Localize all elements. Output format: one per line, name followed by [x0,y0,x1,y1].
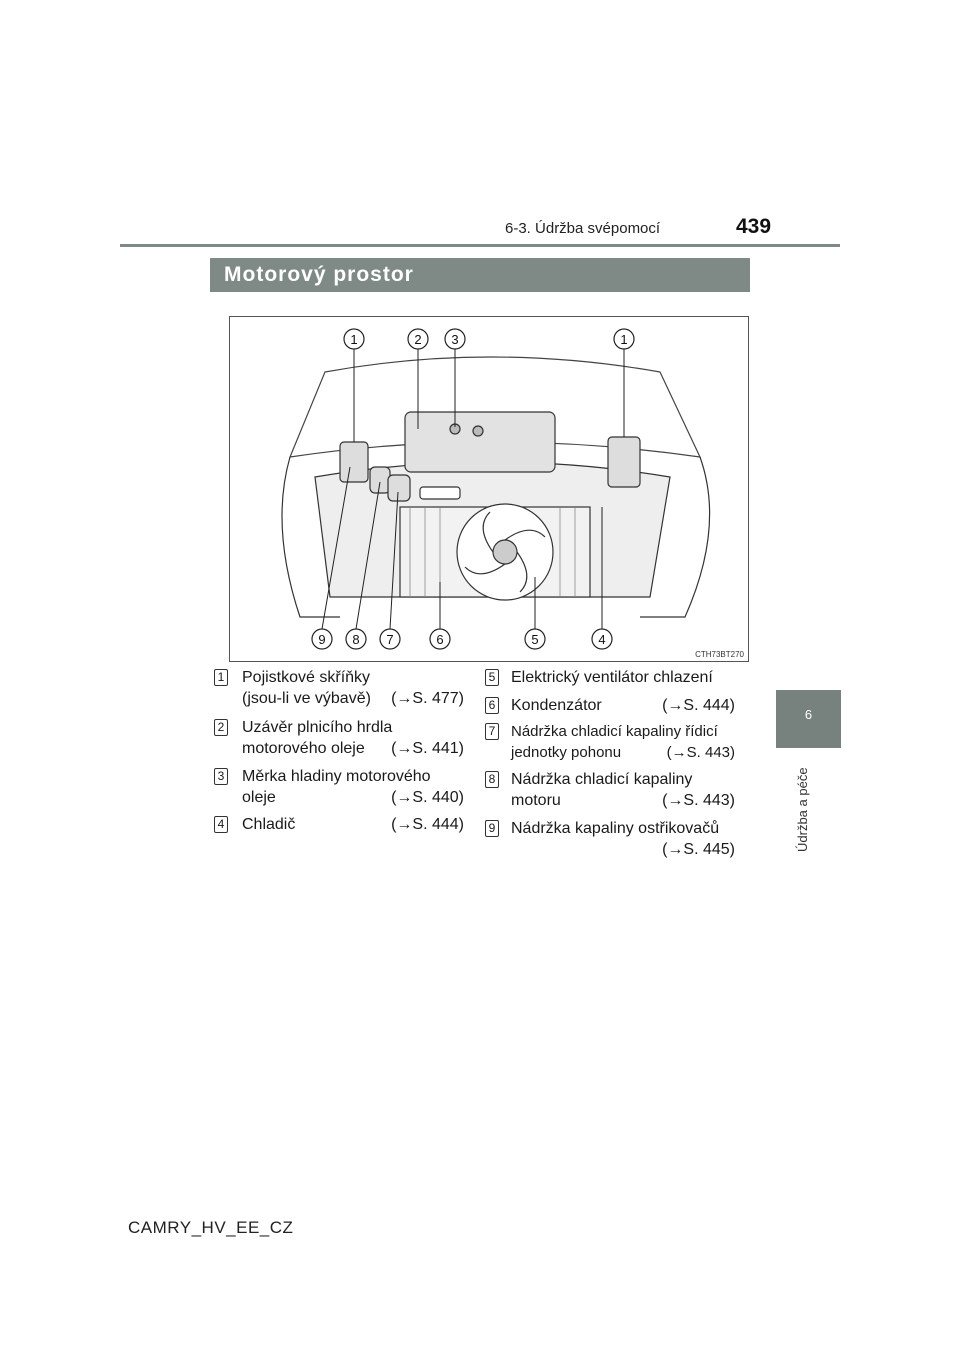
item-title: Nádržka chladicí kapaliny [511,771,693,788]
callout-top-4: 1 [620,332,627,347]
page-reference: (→S. 444) [662,697,735,714]
callout-bottom-9: 9 [318,632,325,647]
legend-item: 1 Pojistkové skříňky (jsou-li ve výbavě)… [214,667,464,711]
callout-bottom-4: 4 [598,632,605,647]
chapter-tab: 6 [776,690,841,748]
chapter-label: Údržba a péče [773,762,843,862]
engine-bay-figure: 1 2 3 1 9 8 7 6 5 4 CTH73BT270 [229,316,749,662]
header-rule [120,244,840,247]
page-reference: (→S. 443) [666,744,735,761]
chapter-label-text: Údržba a péče [795,767,810,852]
section-title: Motorový prostor [224,263,414,286]
item-title: Uzávěr plnicího hrdla [242,719,393,736]
page-reference: (→S. 443) [662,792,735,809]
section-title-bar: Motorový prostor [210,258,750,292]
item-title: Měrka hladiny motorového [242,768,431,785]
callout-bottom-5: 5 [531,632,538,647]
item-title: Nádržka chladicí kapaliny řídicí [511,723,718,740]
legend-item: 7 Nádržka chladicí kapaliny řídicí jedno… [485,721,735,765]
item-subtitle: motoru [511,792,561,809]
item-subtitle: oleje [242,789,276,806]
legend-item: 3 Měrka hladiny motorového oleje (→S. 44… [214,766,464,810]
item-number: 5 [485,669,499,686]
callout-bottom-8: 8 [352,632,359,647]
item-title: Elektrický ventilátor chlazení [511,669,713,686]
legend-item: 5 Elektrický ventilátor chlazení [485,667,735,689]
callout-top-2: 2 [414,332,421,347]
document-code: CAMRY_HV_EE_CZ [128,1218,294,1237]
item-number: 4 [214,816,228,833]
running-header-section: 6-3. Údržba svépomocí [505,220,661,237]
item-number: 9 [485,820,499,837]
item-subtitle: (jsou-li ve výbavě) [242,690,371,707]
page-reference: (→S. 444) [391,816,464,833]
item-title: Kondenzátor [511,697,602,714]
legend-item: 6 Kondenzátor (→S. 444) [485,695,735,717]
item-title: Chladič [242,816,296,833]
page-reference: (→S. 441) [391,740,464,757]
callout-bottom-7: 7 [386,632,393,647]
item-number: 8 [485,771,499,788]
item-number: 1 [214,669,228,686]
item-number: 2 [214,719,228,736]
callout-bottom-6: 6 [436,632,443,647]
page-reference: (→S. 477) [391,690,464,707]
page-number: 439 [736,215,772,238]
item-subtitle: jednotky pohonu [511,744,622,761]
page-reference: (→S. 440) [391,789,464,806]
item-number: 6 [485,697,499,714]
item-title: Pojistkové skříňky [242,669,371,686]
callout-top-1: 1 [350,332,357,347]
legend-item: 9 Nádržka kapaliny ostřikovačů (→S. 445) [485,818,735,862]
item-title: Nádržka kapaliny ostřikovačů [511,820,720,837]
figure-code: CTH73BT270 [695,650,744,659]
item-number: 7 [485,723,499,740]
legend-item: 8 Nádržka chladicí kapaliny motoru (→S. … [485,769,735,813]
legend-item: 4 Chladič (→S. 444) [214,814,464,836]
item-subtitle: motorového oleje [242,740,365,757]
callout-top-3: 3 [451,332,458,347]
item-number: 3 [214,768,228,785]
page-reference: (→S. 445) [662,841,735,858]
engine-bay-illustration: 1 2 3 1 9 8 7 6 5 4 [281,328,711,650]
legend-item: 2 Uzávěr plnicího hrdla motorového oleje… [214,717,464,761]
